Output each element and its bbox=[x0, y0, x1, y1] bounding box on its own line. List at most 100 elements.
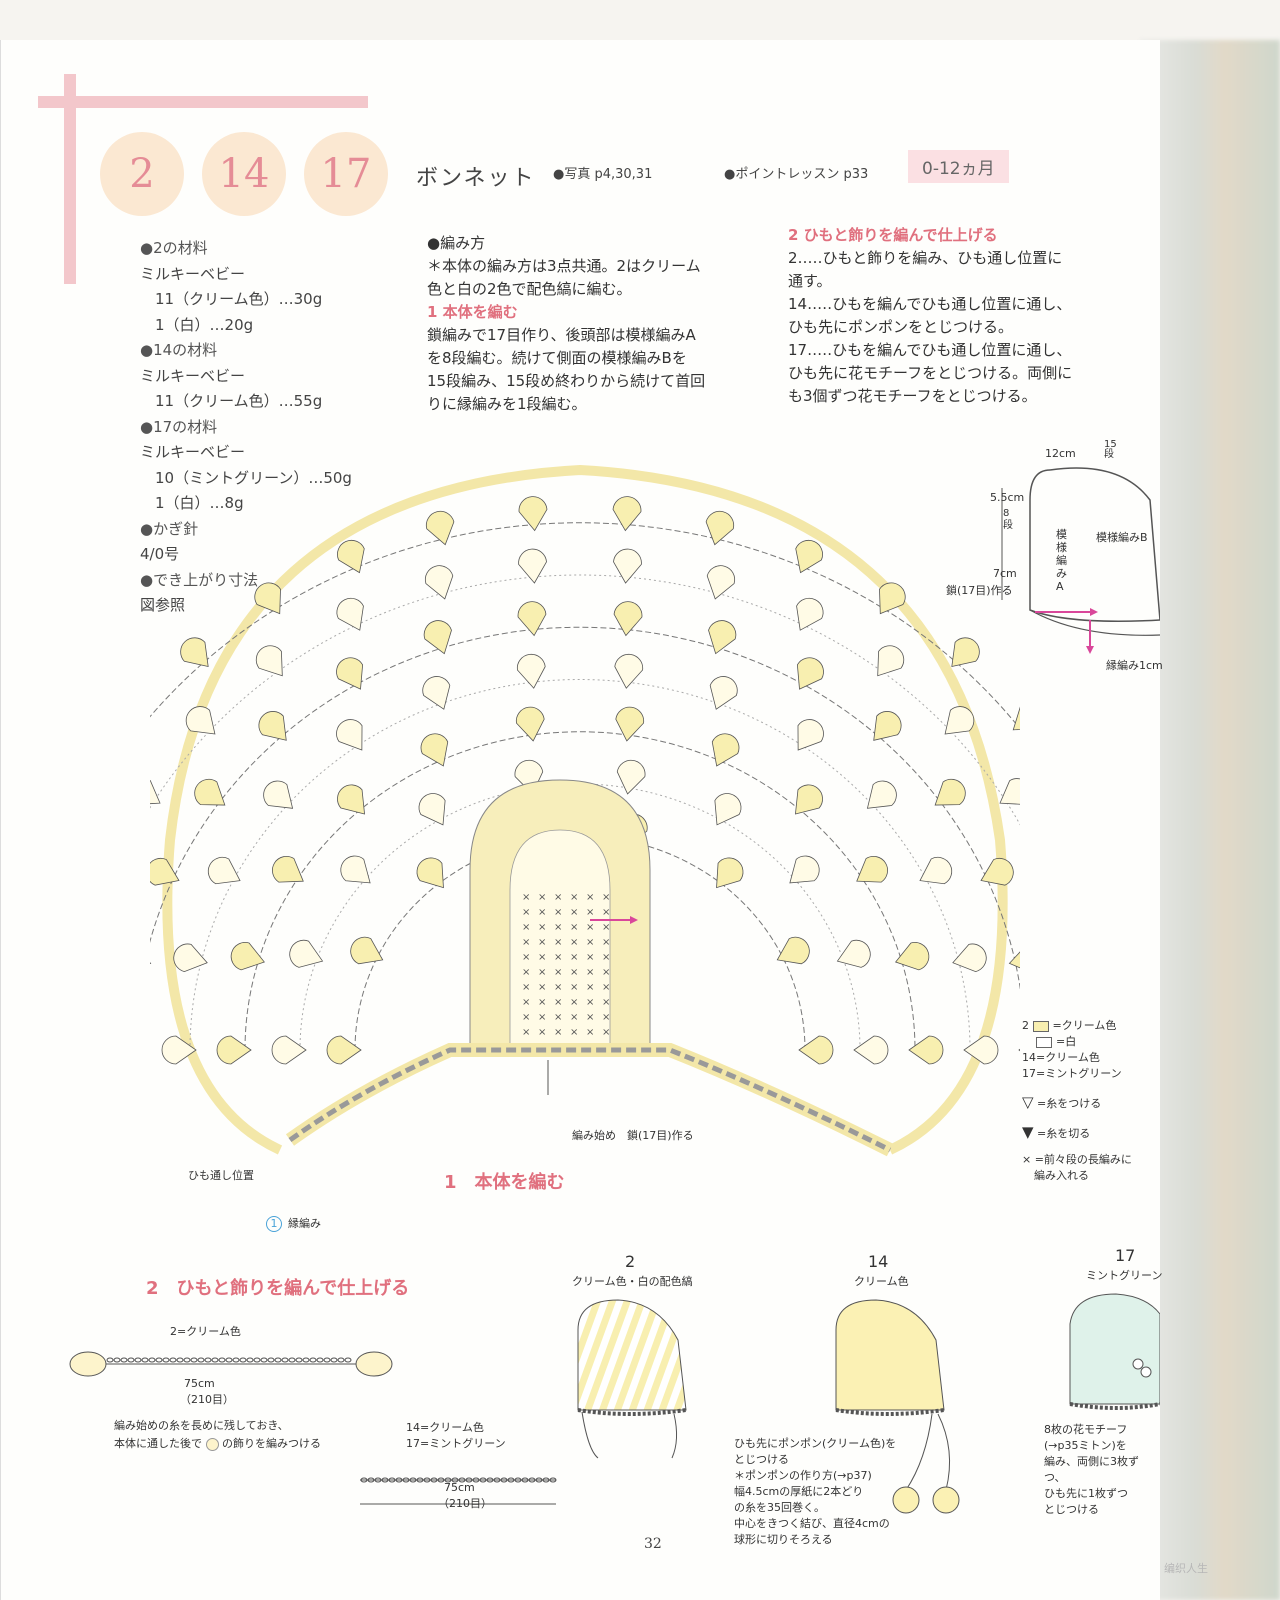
watermark: 编织人生 bbox=[1164, 1562, 1208, 1575]
bonnet-number-17: 17 bbox=[1115, 1246, 1136, 1265]
note-line: (→p35ミトン)を bbox=[1044, 1439, 1127, 1452]
pattern-number-17: 17 bbox=[304, 132, 388, 216]
cord1-note-3: の飾りを編みつける bbox=[222, 1437, 321, 1450]
chain-stitch bbox=[309, 1357, 317, 1363]
note-line: 8枚の花モチーフ bbox=[1044, 1423, 1128, 1436]
single-crochet-mark: × bbox=[538, 967, 546, 978]
shell-stitch bbox=[934, 778, 966, 806]
chain-stitch bbox=[323, 1357, 331, 1363]
shell-stitch bbox=[254, 582, 281, 615]
cord1-color: 2=クリーム色 bbox=[170, 1325, 241, 1338]
step1-line-4: りに縁編みを1段編む。 bbox=[427, 395, 587, 413]
single-crochet-mark: × bbox=[586, 892, 594, 903]
chain-stitch bbox=[204, 1357, 212, 1363]
shell-stitch bbox=[207, 856, 241, 885]
chart-round bbox=[150, 626, 1020, 991]
note-line: とじつける bbox=[734, 1453, 789, 1466]
step2-line-2: 通す。 bbox=[788, 272, 832, 290]
shell-stitch bbox=[613, 548, 642, 584]
chain-stitch bbox=[535, 1477, 543, 1483]
single-crochet-mark: × bbox=[522, 892, 530, 903]
legend-cream-row: 2 =クリーム色 bbox=[1022, 1018, 1152, 1034]
shell-stitch bbox=[255, 645, 283, 677]
dim-7cm: 7cm bbox=[993, 567, 1017, 580]
cord2-stitches: （210目） bbox=[438, 1497, 492, 1510]
single-crochet-mark: × bbox=[538, 982, 546, 993]
shell-stitch bbox=[180, 637, 209, 668]
single-crochet-mark: × bbox=[554, 1027, 562, 1038]
single-crochet-mark: × bbox=[538, 952, 546, 963]
shell-stitch bbox=[418, 793, 446, 826]
step2-line-6: ひも先に花モチーフをとじつける。両側に bbox=[788, 364, 1073, 382]
shell-stitch bbox=[337, 540, 365, 574]
instructions-common-1: ＊本体の編み方は3点共通。2はクリーム bbox=[427, 257, 701, 275]
single-crochet-mark: × bbox=[522, 997, 530, 1008]
shell-stitch bbox=[705, 510, 735, 546]
instructions-head: ●編み方 bbox=[427, 234, 486, 252]
chain-stitch bbox=[367, 1477, 375, 1483]
chain-stitch bbox=[239, 1357, 247, 1363]
chain-stitch bbox=[344, 1357, 352, 1363]
cord1-stitches: （210目） bbox=[180, 1393, 234, 1406]
shell-stitch bbox=[336, 657, 364, 690]
step2-heading: 2 ひもと飾りを編んで仕上げる bbox=[788, 226, 998, 244]
shell-stitch bbox=[230, 942, 265, 971]
cord1-note-row: 本体に通した後で の飾りを編みつける bbox=[114, 1436, 321, 1452]
chain-stitch bbox=[302, 1357, 310, 1363]
single-crochet-mark: × bbox=[538, 922, 546, 933]
shell-stitch bbox=[709, 676, 738, 710]
shell-stitch bbox=[517, 601, 547, 637]
cord1-length: 75cm bbox=[184, 1377, 215, 1390]
step2-line-1: 2…‥ひもと飾りを編み、ひも通し位置に bbox=[788, 249, 1063, 267]
chain-stitch bbox=[113, 1357, 121, 1363]
single-crochet-mark: × bbox=[554, 892, 562, 903]
chain-stitch bbox=[514, 1477, 522, 1483]
shell-stitch bbox=[515, 706, 545, 742]
shell-stitch bbox=[614, 653, 644, 689]
material-line: 1（白）…20g bbox=[140, 315, 254, 334]
chain-stitch bbox=[316, 1357, 324, 1363]
material-line: ミルキーベビー bbox=[140, 443, 246, 461]
filled-triangle-icon: ▼ bbox=[1022, 1123, 1034, 1141]
shell-stitch bbox=[714, 793, 742, 826]
single-crochet-mark: × bbox=[522, 922, 530, 933]
shell-stitch bbox=[150, 944, 152, 974]
chain-stitch bbox=[141, 1357, 149, 1363]
single-crochet-mark: × bbox=[570, 922, 578, 933]
chain-stitch bbox=[246, 1357, 254, 1363]
shell-stitch bbox=[798, 1035, 834, 1065]
step2-line-3: 14…‥ひもを編んでひも通し位置に通し、 bbox=[788, 295, 1072, 313]
shell-stitch bbox=[613, 601, 643, 637]
photo-ref: ●写真 p4,30,31 bbox=[553, 167, 653, 182]
single-crochet-mark: × bbox=[570, 1027, 578, 1038]
shell-stitch bbox=[336, 597, 364, 631]
shell-stitch bbox=[350, 936, 384, 965]
single-crochet-mark: × bbox=[538, 997, 546, 1008]
chain-stitch bbox=[190, 1357, 198, 1363]
shell-stitch bbox=[289, 939, 324, 968]
section1-title: 1 本体を編む bbox=[444, 1172, 565, 1193]
chain-stitch bbox=[148, 1357, 156, 1363]
chain-stitch bbox=[486, 1477, 494, 1483]
shell-stitch bbox=[789, 855, 820, 884]
bonnet-2-illustration bbox=[577, 1299, 687, 1459]
shell-stitch bbox=[796, 657, 824, 690]
single-crochet-mark: × bbox=[570, 907, 578, 918]
chain-stitch bbox=[500, 1477, 508, 1483]
note-line: とじつける bbox=[1044, 1503, 1099, 1516]
note-line: 幅4.5cmの厚紙に2本どり bbox=[734, 1485, 864, 1498]
shell-stitch bbox=[856, 855, 888, 883]
material-line: ●かぎ針 bbox=[140, 519, 199, 538]
chain-stitch bbox=[337, 1357, 345, 1363]
single-crochet-mark: × bbox=[554, 967, 562, 978]
chain-stitch bbox=[225, 1357, 233, 1363]
chain-stitch bbox=[197, 1357, 205, 1363]
shell-stitch bbox=[416, 857, 444, 889]
single-crochet-mark: × bbox=[602, 967, 610, 978]
bonnet-14-illustration bbox=[835, 1299, 960, 1514]
chain-stitch bbox=[127, 1357, 135, 1363]
single-crochet-mark: × bbox=[522, 952, 530, 963]
note-line: ひも先に1枚ずつ bbox=[1044, 1487, 1128, 1500]
note-line: の糸を35回巻く。 bbox=[734, 1501, 825, 1514]
chain-stitch bbox=[218, 1357, 226, 1363]
